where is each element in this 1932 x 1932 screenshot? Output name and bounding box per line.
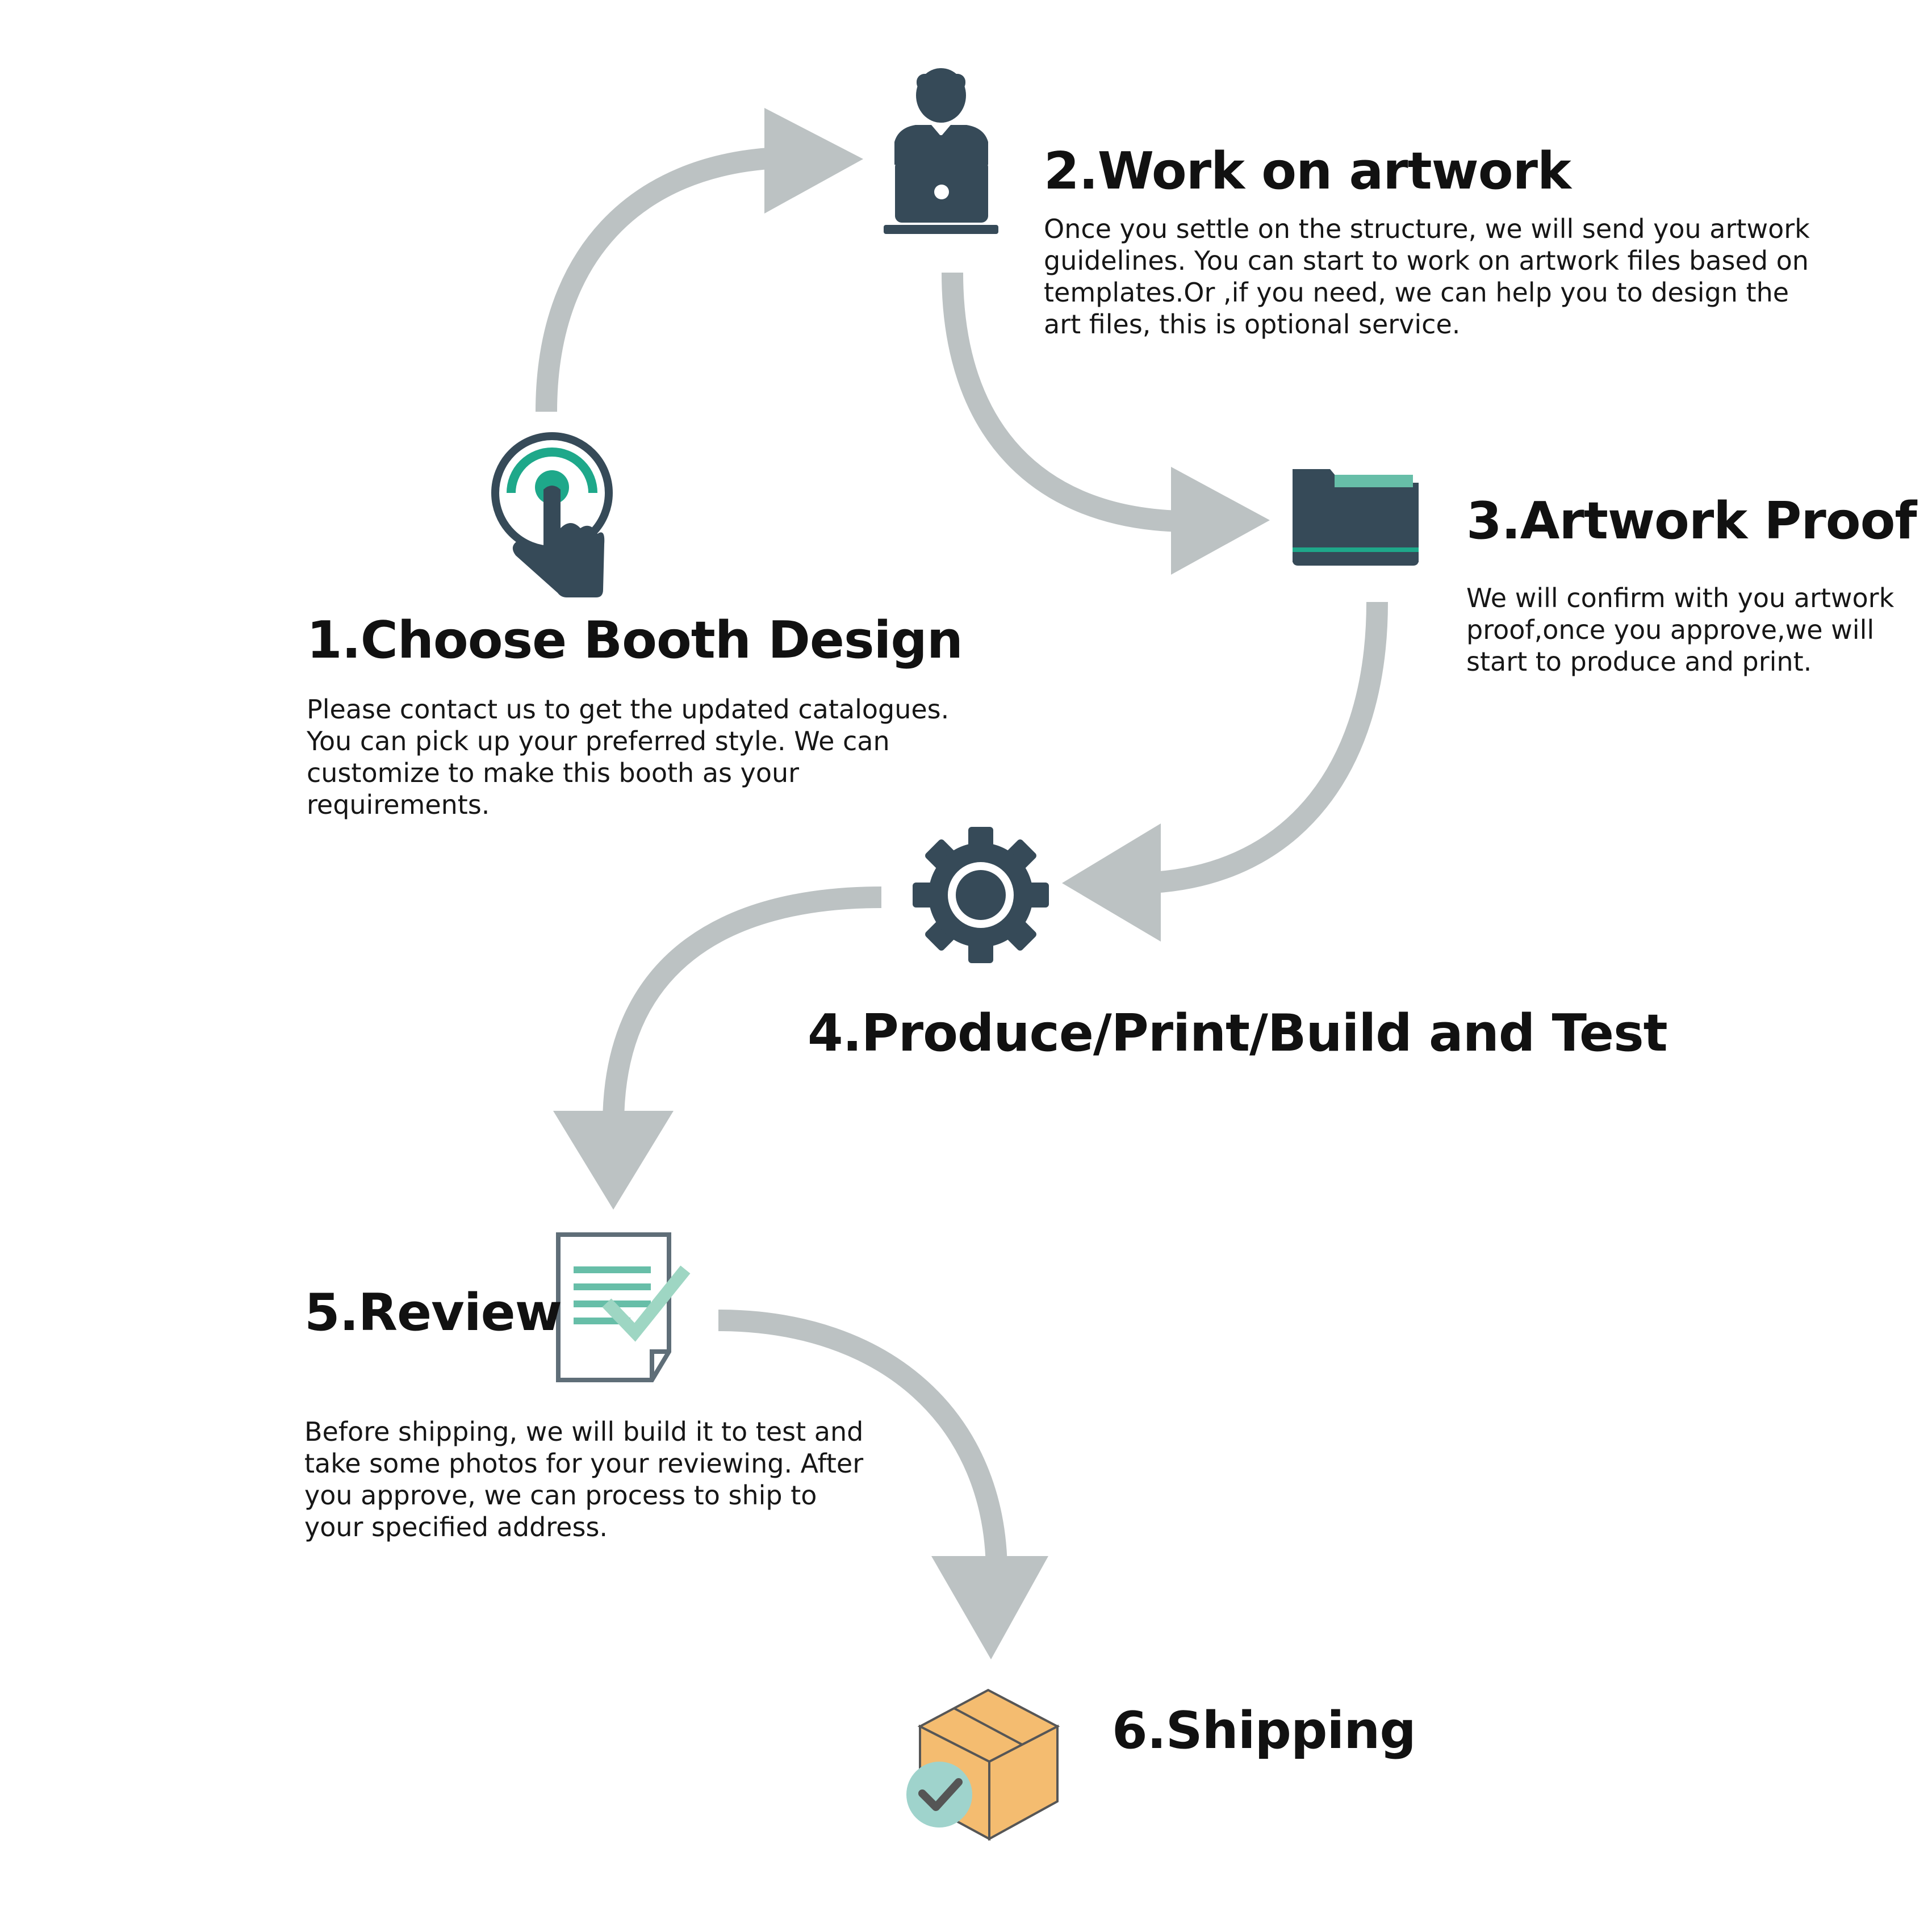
package-check-icon xyxy=(906,1688,1060,1841)
step-title: 2.Work on artwork xyxy=(1044,141,1571,201)
step-description: Please contact us to get the updated cat… xyxy=(307,694,950,820)
step-title: 6.Shipping xyxy=(1112,1701,1416,1760)
touch-hand-icon xyxy=(491,432,613,597)
arrow-step1-to-step2 xyxy=(536,108,863,412)
arrow-step4-to-step5 xyxy=(553,886,882,1210)
step-artwork-proof: 3.Artwork Proof We will confirm with you… xyxy=(1466,493,1932,678)
step-review: 5.Review Before shipping, we will build … xyxy=(304,1285,1043,1543)
document-check-icon xyxy=(556,1232,691,1382)
step-title: 5.Review xyxy=(304,1283,562,1343)
person-laptop-icon xyxy=(884,68,998,234)
arrow-step2-to-step3 xyxy=(942,272,1270,575)
step-description: Before shipping, we will build it to tes… xyxy=(304,1416,864,1542)
step-title: 3.Artwork Proof xyxy=(1466,491,1917,551)
step-shipping: 6.Shipping xyxy=(1112,1703,1623,1759)
folder-icon xyxy=(1293,469,1419,566)
step-description: Once you settle on the structure, we wil… xyxy=(1044,214,1810,340)
step-choose-booth-design: 1.Choose Booth Design Please contact us … xyxy=(307,612,1045,821)
step-description: We will confirm with you artwork proof,o… xyxy=(1466,583,1895,677)
arrow-step3-to-step4 xyxy=(1062,601,1388,942)
step-produce-print-build-test: 4.Produce/Print/Build and Test xyxy=(808,1003,1668,1063)
arrow-step5-to-step6 xyxy=(718,1310,1048,1659)
step-title: 1.Choose Booth Design xyxy=(307,610,963,670)
step-work-on-artwork: 2.Work on artwork Once you settle on the… xyxy=(1044,143,1918,340)
gear-icon xyxy=(913,827,1049,963)
step-title: 4.Produce/Print/Build and Test xyxy=(808,1003,1668,1063)
